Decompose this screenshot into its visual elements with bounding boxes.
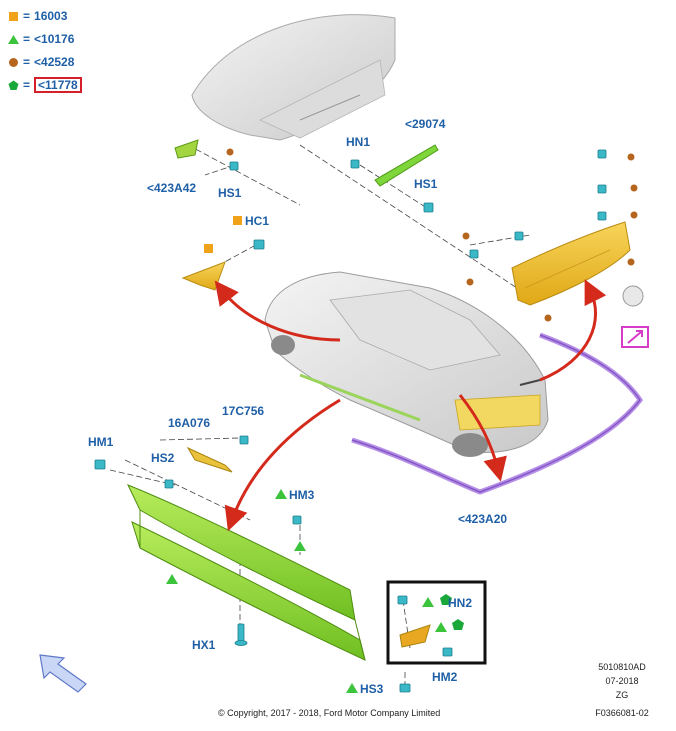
- bracket-423A42: [174, 139, 199, 159]
- orange-square: [233, 216, 242, 225]
- moulding-423A20: [351, 332, 644, 495]
- label-hx1: HX1: [192, 638, 216, 652]
- legend-equals: =: [23, 9, 31, 23]
- rocker-panel: [126, 484, 366, 661]
- emblem-icon: [622, 285, 644, 307]
- pentagon-green-icon: [8, 80, 19, 90]
- doc-code-3: F0366081-02: [595, 708, 649, 718]
- clip-icon: [597, 184, 607, 194]
- rear-applique: [511, 221, 631, 306]
- square-orange-icon: [9, 11, 18, 21]
- label-423A42: <423A42: [147, 181, 197, 195]
- clip-icon: [350, 159, 360, 169]
- doc-code-2: ZG: [615, 690, 629, 700]
- clip-icon: [597, 149, 607, 159]
- label-423A20: <423A20: [458, 512, 508, 526]
- part-16A076: [186, 446, 233, 473]
- clip-icon: [597, 211, 607, 221]
- clip-icon: [514, 231, 524, 241]
- label-hm2: HM2: [432, 670, 458, 684]
- clip-icon: [164, 479, 174, 489]
- fasteners: [94, 149, 607, 693]
- label-hs3: HS3: [360, 682, 384, 696]
- green-triangles: [166, 489, 447, 693]
- clip-icon: [469, 249, 479, 259]
- label-hn2: HN2: [448, 596, 473, 610]
- triangle-green-icon: [8, 34, 19, 44]
- label-hm1: HM1: [88, 435, 114, 449]
- label-17C756: 17C756: [222, 404, 265, 418]
- label-hn1: HN1: [346, 135, 371, 149]
- legend-code: <11778: [34, 77, 82, 93]
- highlight-box: [621, 326, 649, 348]
- label-hs1-right: HS1: [414, 177, 438, 191]
- legend-row: =<42528: [8, 54, 74, 70]
- clip-icon: [423, 202, 434, 213]
- part-hn2-bracket: [399, 624, 431, 648]
- legend-row: =16003: [8, 8, 67, 24]
- detail-box: [386, 580, 487, 665]
- label-16A076: 16A076: [168, 416, 211, 430]
- label-hs2: HS2: [151, 451, 175, 465]
- legend-code: <42528: [34, 55, 75, 69]
- vehicle-body: [264, 271, 549, 457]
- orange-square: [204, 244, 213, 253]
- legend-equals: =: [23, 55, 31, 69]
- copyright-text: © Copyright, 2017 - 2018, Ford Motor Com…: [218, 708, 441, 718]
- legend-code: 16003: [34, 9, 68, 23]
- bracket-29074: [374, 144, 439, 187]
- circle-brown-icon: [9, 57, 18, 67]
- clip-icon: [229, 161, 239, 171]
- legend-equals: =: [23, 78, 31, 92]
- label-hc1: HC1: [245, 214, 270, 228]
- screw-head-icon: [234, 640, 248, 646]
- legend-code: <10176: [34, 32, 75, 46]
- assembly-lines: [109, 144, 531, 690]
- label-29074: <29074: [405, 117, 446, 131]
- view-direction-arrow-icon: [39, 654, 87, 693]
- hc1-bracket: [181, 261, 226, 291]
- clip-icon: [239, 435, 249, 445]
- clip-icon: [292, 515, 302, 525]
- green-pentagons: [440, 594, 464, 630]
- clip-icon: [94, 459, 106, 470]
- clip-icon: [442, 647, 453, 657]
- callout-arrows: [214, 279, 607, 532]
- clip-icon: [399, 683, 411, 693]
- doc-code-1: 5010810AD: [598, 662, 646, 672]
- clip-icon: [253, 239, 265, 250]
- clip-icon: [397, 595, 408, 605]
- legend-row: =<10176: [8, 31, 74, 47]
- trunk-lid: [191, 14, 396, 141]
- label-hs1-left: HS1: [218, 186, 242, 200]
- label-hm3: HM3: [289, 488, 315, 502]
- legend-row: =<11778: [8, 77, 82, 93]
- doc-date: 07-2018: [605, 676, 639, 686]
- screw-icon: [237, 623, 245, 643]
- brown-dots: [226, 148, 638, 322]
- legend-equals: =: [23, 32, 31, 46]
